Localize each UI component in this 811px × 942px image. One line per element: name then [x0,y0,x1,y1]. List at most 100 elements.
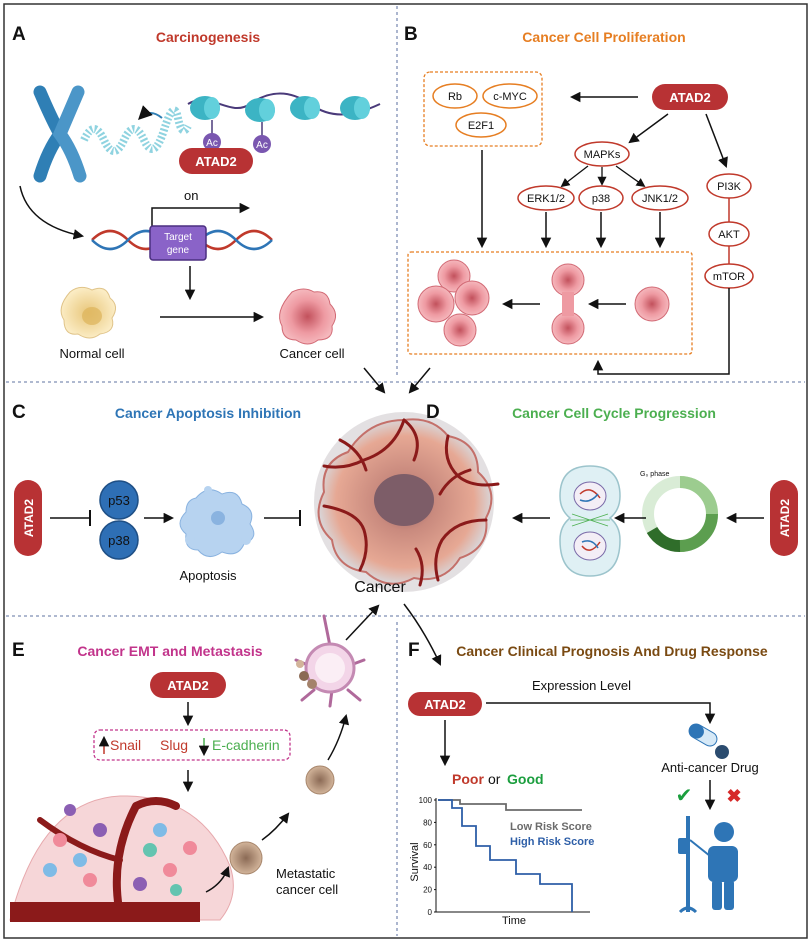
atad2-badge-b [652,84,728,110]
pill-mtor-label: mTOR [713,271,745,283]
snail-label: Snail [110,737,141,753]
target-gene-label-1: Target [164,232,192,243]
figure-frame [3,3,808,939]
check-icon: ✔ [676,785,693,807]
arrow-atad2-to-mapks [628,113,669,144]
good-label: Good [507,771,544,787]
expression-level-label: Expression Level [532,678,631,693]
panel-f: F Cancer Clinical Prognosis And Drug Res… [403,603,768,927]
arrow-mtor-to-box [592,288,730,375]
chromatin-fiber-icon [80,106,192,155]
arrow-mapks-to-erk [560,165,589,188]
pill-cmyc [482,83,538,109]
atad2-badge-f-label: ATAD2 [424,697,465,712]
survival-xlabel: Time [502,915,526,927]
p53-label: p53 [108,493,130,508]
metastatic-label-2: cancer cell [276,882,338,897]
pill-p38-b [578,185,624,211]
poor-label: Poor [452,771,484,787]
target-gene-label-2: gene [167,245,190,256]
metastatic-cell-icon-1 [229,841,263,875]
patient-with-iv-icon [678,816,738,914]
chromosome-icon [33,85,87,183]
low-risk-curve [438,799,582,811]
dividing-cell-icon [551,263,585,345]
pill-jnk-label: JNK1/2 [642,193,678,205]
panel-f-letter: F [408,640,420,661]
normal-cell-icon [60,286,116,339]
arrow-vessel-to-meta [205,866,230,893]
atad2-badge-d-label: ATAD2 [778,499,792,538]
single-cancer-cell-icon [634,286,670,322]
panel-a: A Carcinogenesis Ac Ac ATAD2 on [12,24,381,361]
panel-a-title: Carcinogenesis [156,29,260,45]
pill-e2f1-label: E2F1 [468,120,494,132]
capsule-icon [688,723,729,759]
panel-dividers [6,6,805,936]
pill-mapks-label: MAPKs [584,149,621,161]
pill-cmyc-label: c-MYC [493,91,527,103]
panel-b-letter: B [404,24,418,45]
target-gene-box [149,225,207,261]
survival-ytick-label: 40 [423,863,432,872]
cell-cycle-icon [642,476,718,553]
arrow-expression-to-drug [486,702,716,725]
pill-erk-label: ERK1/2 [527,193,565,205]
drug-label: Anti-cancer Drug [661,760,759,775]
atad2-badge-d [770,480,798,556]
tumor-icon [314,412,500,592]
arrow-meta-up-1 [261,812,290,841]
pill-rb-label: Rb [448,91,462,103]
pill-p38-b-label: p38 [592,193,610,205]
pill-pi3k-label: PI3K [717,181,742,193]
arrow-mapks-to-jnk [615,165,646,188]
atad2-badge-e [150,672,226,698]
slug-label: Slug [160,737,188,753]
acetyl-mark-2-label: Ac [256,140,268,151]
mitosis-cell-icon [559,465,621,577]
pill-jnk [631,185,689,211]
p38-c-label: p38 [108,533,130,548]
panel-e: E Cancer EMT and Metastasis ATAD2 Snail … [9,604,380,922]
tumor-vessel-icon [9,795,234,922]
pill-e2f1 [455,112,507,138]
apoptosis-label: Apoptosis [179,568,237,583]
panel-b: B Cancer Cell Proliferation Rb c-MYC E2F… [404,24,754,375]
p38-circle-c [99,520,139,560]
panel-d-title: Cancer Cell Cycle Progression [512,405,716,421]
arrow-chromosome-to-gene [19,185,85,240]
panel-c-letter: C [12,402,26,423]
arrow-cancer-to-f [403,603,442,666]
ecadherin-label: E-cadherin [212,737,280,753]
atad2-badge-a [179,148,253,174]
panel-e-letter: E [12,640,25,661]
arrow-b-to-cancer [408,367,431,394]
emt-marker-box [93,729,291,761]
panel-d-letter: D [426,402,440,423]
g0-phase-label: G₀ phase [640,471,669,478]
arrow-meta-up-2 [327,713,350,761]
high-risk-curve [438,799,573,912]
arrow-atad2-to-pi3k [705,113,728,168]
pill-erk [517,185,575,211]
nucleosome-icon [187,92,381,136]
survival-ytick-label: 60 [423,841,432,850]
survival-ytick-label: 20 [423,886,432,895]
pill-mapks [574,141,630,167]
atad2-badge-e-label: ATAD2 [167,678,208,693]
metastatic-label-1: Metastatic [276,866,336,881]
acetyl-mark-1 [203,133,221,151]
arrow-a-to-cancer [363,367,386,394]
arrow-vessel-to-cancer [345,604,380,641]
cancer-cell-label: Cancer cell [279,346,344,361]
proliferation-box [407,251,693,355]
transcription-factor-box [423,71,543,147]
high-risk-label: High Risk Score [510,836,594,848]
atad2-badge-c [14,480,42,556]
blood-vessel-cross-section-icon [294,614,366,708]
low-risk-label: Low Risk Score [510,821,592,833]
cross-icon: ✖ [726,786,741,806]
atad2-badge-f [408,692,482,716]
